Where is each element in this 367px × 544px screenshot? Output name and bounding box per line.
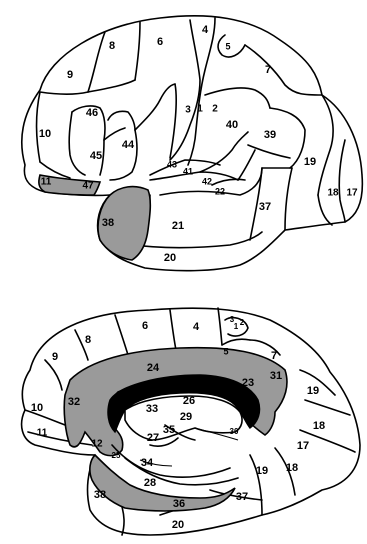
medial-area-label: 32 bbox=[68, 396, 80, 408]
medial-area-label: 19 bbox=[307, 385, 319, 397]
lateral-area-label: 21 bbox=[172, 220, 184, 232]
medial-area-label: 6 bbox=[142, 320, 148, 332]
medial-area-label: 34 bbox=[141, 457, 154, 469]
lateral-area-label: 9 bbox=[67, 69, 73, 81]
medial-area-label: 37 bbox=[236, 491, 248, 503]
lateral-area-label: 22 bbox=[215, 186, 225, 196]
medial-area-label: 29 bbox=[180, 411, 192, 423]
lateral-area-label: 19 bbox=[304, 156, 316, 168]
lateral-area-label: 4 bbox=[202, 24, 209, 36]
medial-area-label: 23 bbox=[242, 377, 254, 389]
medial-area-label: 9 bbox=[52, 351, 58, 363]
medial-area-label: 36 bbox=[173, 498, 185, 510]
lateral-area-label: 41 bbox=[183, 166, 193, 176]
medial-area-label: 31 bbox=[270, 370, 282, 382]
medial-area-label: 19 bbox=[256, 465, 268, 477]
medial-area-label: 28 bbox=[144, 477, 156, 489]
lateral-area-label: 40 bbox=[226, 119, 238, 131]
medial-area-label: 1 bbox=[234, 322, 239, 331]
lateral-outline bbox=[22, 16, 363, 271]
lateral-area-label: 45 bbox=[90, 150, 102, 162]
lateral-area-label: 3 bbox=[185, 105, 191, 116]
lateral-area-label: 11 bbox=[41, 177, 52, 188]
medial-area-label: 11 bbox=[37, 428, 48, 439]
medial-area-label: 17 bbox=[297, 440, 309, 452]
lateral-area-label: 42 bbox=[202, 176, 212, 186]
medial-area-label: 12 bbox=[91, 439, 103, 450]
lateral-area-label: 1 bbox=[197, 104, 203, 115]
medial-area-label: 7 bbox=[271, 350, 277, 362]
lateral-area-label: 7 bbox=[265, 64, 271, 76]
lateral-area-label: 20 bbox=[164, 252, 176, 264]
medial-area-label: 26 bbox=[183, 395, 195, 407]
lateral-area-label: 5 bbox=[225, 41, 230, 51]
medial-area-label: 10 bbox=[31, 402, 43, 414]
lateral-area-label: 39 bbox=[264, 129, 276, 141]
medial-area-label: 18 bbox=[286, 462, 298, 474]
lateral-area-label: 10 bbox=[39, 128, 51, 140]
medial-area-label: 38 bbox=[94, 489, 106, 501]
lateral-area-label: 18 bbox=[327, 188, 339, 199]
lateral-area-label: 37 bbox=[259, 201, 271, 213]
medial-area-label: 8 bbox=[85, 334, 91, 346]
medial-area-label: 24 bbox=[147, 362, 160, 374]
medial-area-label: 25 bbox=[112, 451, 121, 460]
lateral-area-label: 6 bbox=[157, 36, 163, 48]
medial-area-label: 2 bbox=[240, 318, 245, 327]
medial-area-label: 5 bbox=[223, 346, 228, 356]
lateral-area-label: 17 bbox=[346, 188, 358, 199]
medial-area-label: 33 bbox=[146, 403, 158, 415]
medial-area-label: 35 bbox=[163, 424, 175, 436]
medial-area-label: 20 bbox=[172, 519, 184, 531]
lateral-area-label: 38 bbox=[102, 217, 114, 229]
lateral-area-label: 47 bbox=[82, 181, 94, 192]
medial-area-label: 4 bbox=[193, 321, 200, 333]
lateral-view bbox=[22, 16, 363, 271]
lateral-area-label: 44 bbox=[122, 139, 135, 151]
medial-area-label: 18 bbox=[313, 420, 325, 432]
lateral-area-label: 8 bbox=[109, 40, 115, 52]
medial-area-label: 30 bbox=[230, 427, 239, 436]
medial-area-label: 27 bbox=[147, 432, 159, 444]
lateral-area-label: 43 bbox=[167, 159, 177, 169]
lateral-area-label: 46 bbox=[86, 107, 98, 119]
lateral-area-label: 2 bbox=[212, 104, 218, 115]
